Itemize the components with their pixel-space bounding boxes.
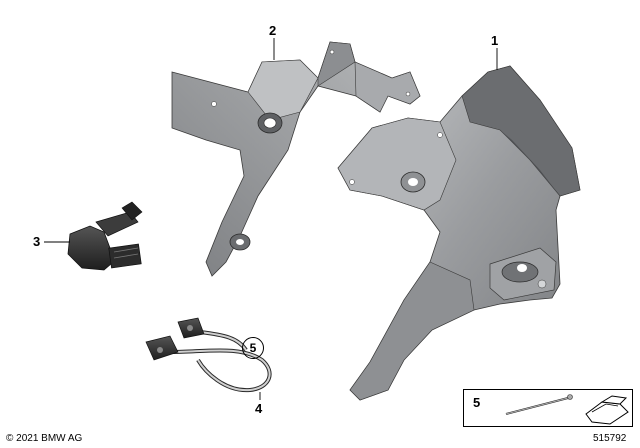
leader-lines [44, 38, 498, 400]
copyright-text: © 2021 BMW AG [6, 433, 83, 444]
callout-part-1: 1 [491, 33, 499, 48]
legend-callout-5: 5 [473, 395, 481, 410]
part-3-sensor [67, 201, 143, 271]
callout-part-4: 4 [255, 401, 263, 416]
legend-parts [505, 394, 629, 425]
callout-part-3: 3 [33, 234, 41, 249]
part-4-cable [145, 317, 272, 393]
callout-part-5-circled: 5 [242, 337, 264, 359]
callout-part-2: 2 [269, 23, 277, 38]
part-1-holder [337, 65, 581, 401]
diagram-number: 515792 [593, 433, 627, 444]
part-2-bracket [171, 41, 421, 277]
legend-box: 5 [463, 389, 633, 427]
